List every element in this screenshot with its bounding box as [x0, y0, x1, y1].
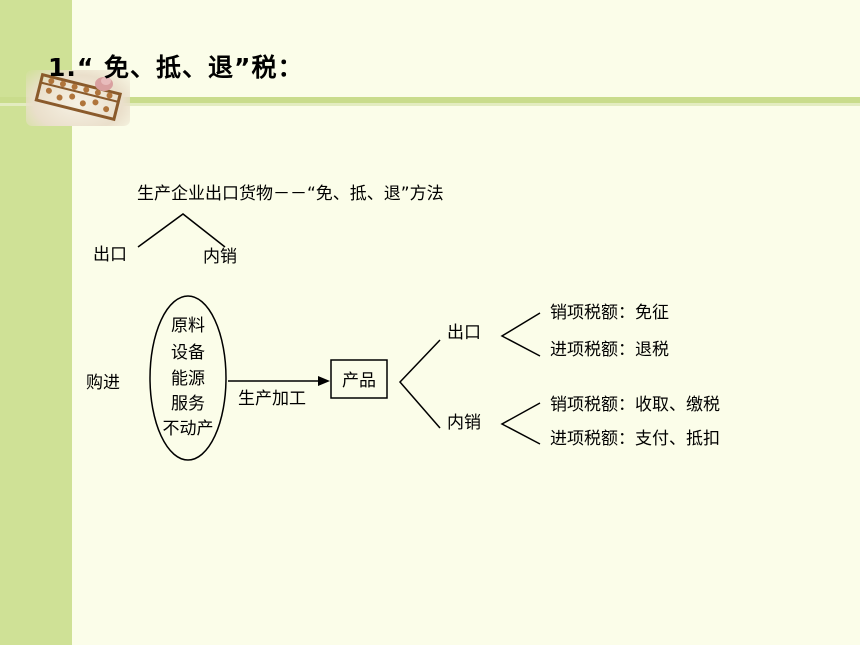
arrow-head-icon [318, 376, 330, 386]
top-branch-lines [137, 213, 226, 248]
input-item: 服务 [171, 394, 205, 414]
domestic-input-tax: 进项税额：支付、抵扣 [550, 429, 720, 449]
export-label: 出口 [447, 323, 481, 343]
top-branch-domestic: 内销 [203, 247, 237, 267]
title-underline [0, 97, 860, 103]
product-label: 产品 [342, 371, 376, 391]
input-item: 原料 [171, 316, 205, 336]
export-branch-lines [500, 312, 541, 357]
domestic-label: 内销 [447, 413, 481, 433]
top-branch-export: 出口 [93, 245, 127, 265]
product-box [330, 359, 388, 399]
export-input-tax: 进项税额：退税 [550, 340, 669, 360]
diagram-heading: 生产企业出口货物－－“免、抵、退”方法 [137, 184, 444, 204]
input-item: 不动产 [163, 419, 214, 439]
product-branch-lines [398, 339, 441, 429]
input-item: 能源 [171, 369, 205, 389]
title-underline-light [0, 103, 860, 106]
page-title: 1.“ 免、抵、退”税： [48, 53, 304, 82]
domestic-branch-lines [500, 402, 541, 445]
domestic-output-tax: 销项税额：收取、缴税 [550, 395, 720, 415]
abacus-icon [26, 70, 130, 126]
inputs-ellipse [149, 295, 227, 461]
process-label: 生产加工 [238, 389, 306, 409]
input-item: 设备 [171, 343, 205, 363]
export-output-tax: 销项税额：免征 [550, 303, 669, 323]
purchase-label: 购进 [86, 373, 120, 393]
